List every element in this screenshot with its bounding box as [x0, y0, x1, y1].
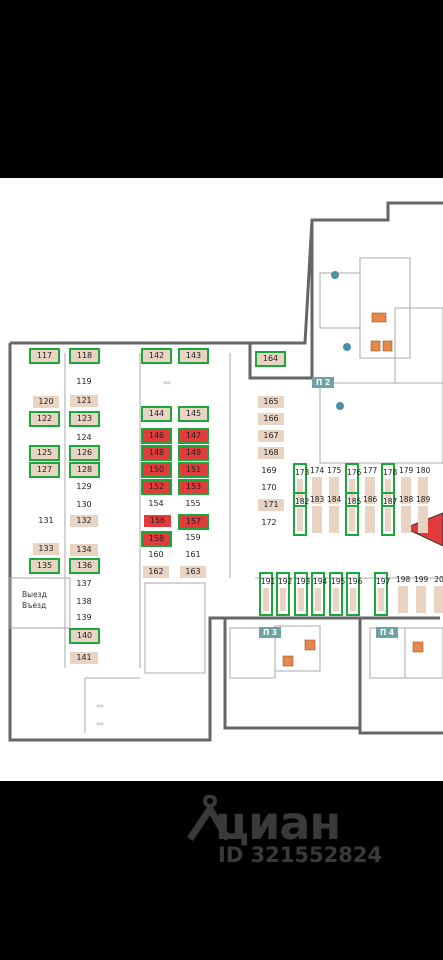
parking-spot[interactable]: 131 [38, 516, 54, 525]
parking-spot[interactable]: 166 [258, 413, 284, 425]
watermark-brand: циан [215, 796, 341, 850]
parking-spot[interactable]: 135 [29, 558, 60, 574]
parking-spot[interactable]: 154 [148, 499, 164, 508]
parking-spot[interactable]: 198 [396, 572, 410, 616]
parking-spot[interactable]: 122 [29, 411, 60, 427]
parking-spot[interactable]: 168 [258, 447, 284, 459]
parking-spot[interactable]: 139 [76, 613, 92, 622]
parking-spot[interactable]: 141 [70, 652, 98, 664]
parking-spot[interactable]: 196 [346, 572, 362, 616]
parking-spot[interactable]: 172 [261, 518, 277, 527]
floor-walls [8, 201, 443, 742]
parking-spot[interactable]: 117 [29, 348, 60, 364]
parking-spot[interactable]: 145 [178, 406, 209, 422]
parking-spot[interactable]: 123 [69, 411, 100, 427]
parking-spot[interactable]: 188 [399, 492, 413, 536]
parking-spot[interactable]: 184 [327, 492, 341, 536]
parking-spot[interactable]: 182 [293, 492, 309, 536]
parking-spot[interactable]: 165 [258, 396, 284, 408]
stairwell-badge: П 4 [376, 627, 399, 638]
bottom-black-bar [0, 781, 443, 960]
parking-spot[interactable]: 169 [261, 466, 277, 475]
entry-label: Въезд [22, 601, 47, 610]
parking-spot[interactable]: 178 [381, 463, 397, 507]
parking-spot[interactable]: 137 [76, 579, 92, 588]
parking-spot[interactable]: 199 [414, 572, 428, 616]
top-black-bar [0, 0, 443, 178]
parking-spot[interactable]: 126 [69, 445, 100, 461]
parking-spot[interactable]: 173 [293, 463, 309, 507]
parking-spot-sold[interactable]: 146 [141, 428, 172, 444]
parking-spot-sold[interactable]: 150 [141, 462, 172, 478]
parking-spot[interactable]: 171 [258, 499, 284, 511]
parking-spot[interactable]: 138 [76, 597, 92, 606]
parking-spot[interactable]: 119 [76, 377, 92, 386]
parking-spot-sold[interactable]: 152 [141, 479, 172, 495]
exit-label: Выезд [22, 590, 47, 599]
parking-spot[interactable]: 144 [141, 406, 172, 422]
parking-spot[interactable]: 197 [374, 572, 390, 616]
parking-spot[interactable]: 160 [148, 550, 164, 559]
parking-spot[interactable]: 125 [29, 445, 60, 461]
parking-spot[interactable]: 142 [141, 348, 172, 364]
stairwell-badge: П 3 [259, 627, 282, 638]
parking-spot[interactable]: 121 [70, 395, 98, 407]
parking-spot[interactable]: 159 [185, 533, 201, 542]
parking-spot[interactable]: 195 [329, 572, 345, 616]
parking-spot[interactable]: 164 [255, 351, 286, 367]
cian-house-icon [187, 795, 232, 841]
parking-floor-plan: ‹‹‹‹ ‹‹‹‹ ‹‹‹‹ Выезд Въезд П 2 П 3 П 4 1… [0, 178, 443, 781]
parking-spot[interactable]: 163 [180, 566, 206, 578]
parking-spot[interactable]: 155 [185, 499, 201, 508]
parking-spot[interactable]: 189 [416, 492, 430, 536]
parking-spot[interactable]: 127 [29, 462, 60, 478]
parking-spot[interactable]: 192 [276, 572, 292, 616]
parking-spot-sold[interactable]: 158 [141, 531, 172, 547]
parking-spot[interactable]: 175 [327, 463, 341, 507]
parking-spot[interactable]: 133 [33, 543, 59, 555]
traffic-chevrons: ‹‹‹‹ [96, 702, 104, 710]
parking-spot[interactable]: 186 [363, 492, 377, 536]
parking-spot[interactable]: 161 [185, 550, 201, 559]
parking-spot-sold[interactable]: 147 [178, 428, 209, 444]
parking-spot[interactable]: 143 [178, 348, 209, 364]
parking-spot[interactable]: 177 [363, 463, 377, 507]
parking-spot[interactable]: 191 [259, 572, 275, 616]
parking-spot[interactable]: 118 [69, 348, 100, 364]
parking-spot[interactable]: 129 [76, 482, 92, 491]
parking-spot-sold[interactable]: 153 [178, 479, 209, 495]
parking-spot[interactable]: 120 [33, 396, 59, 408]
stairwell-badge: П 2 [312, 377, 335, 388]
parking-spot-sold[interactable]: 157 [178, 514, 209, 530]
parking-spot-sold[interactable]: 151 [178, 462, 209, 478]
parking-spot-sold[interactable]: 149 [178, 445, 209, 461]
parking-spot[interactable]: 132 [70, 515, 98, 527]
parking-spot[interactable]: 187 [381, 492, 397, 536]
traffic-chevrons: ‹‹‹‹ [163, 379, 171, 387]
parking-spot[interactable]: 162 [143, 566, 169, 578]
parking-spot[interactable]: 170 [261, 483, 277, 492]
parking-spot[interactable]: 167 [258, 430, 284, 442]
watermark-listing-id: ID 321552824 [218, 843, 383, 867]
parking-spot[interactable]: 136 [69, 558, 100, 574]
parking-spot[interactable]: 134 [70, 544, 98, 556]
parking-spot[interactable]: 128 [69, 462, 100, 478]
parking-spot[interactable]: 194 [311, 572, 327, 616]
parking-spot[interactable]: 174 [310, 463, 324, 507]
parking-spot[interactable]: 193 [294, 572, 310, 616]
parking-spot[interactable]: 180 [416, 463, 430, 507]
parking-spot[interactable]: 185 [345, 492, 361, 536]
parking-spot[interactable]: 20 [432, 572, 443, 616]
parking-spot[interactable]: 140 [69, 628, 100, 644]
parking-spot[interactable]: 130 [76, 500, 92, 509]
traffic-chevrons: ‹‹‹‹ [96, 720, 104, 728]
parking-spot[interactable]: 179 [399, 463, 413, 507]
parking-spot[interactable]: 176 [345, 463, 361, 507]
parking-spot-sold[interactable]: 148 [141, 445, 172, 461]
parking-spot[interactable]: 124 [76, 433, 92, 442]
parking-spot[interactable]: 183 [310, 492, 324, 536]
parking-spot-sold[interactable]: 156 [144, 515, 171, 527]
